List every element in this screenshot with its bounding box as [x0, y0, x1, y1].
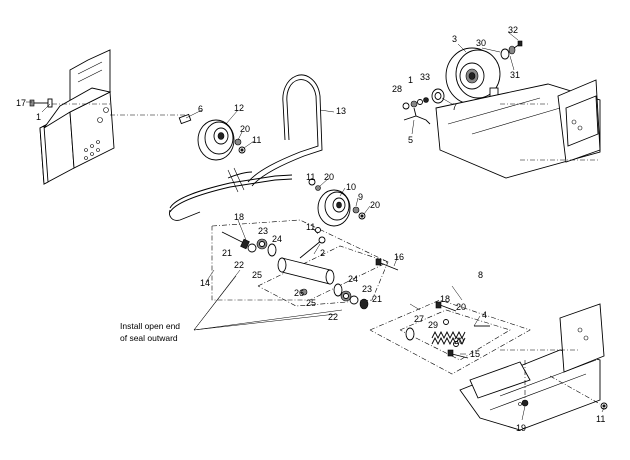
callout-8: 8 [478, 270, 483, 280]
callout-numbers: 17 1 6 12 13 20 11 11 20 10 9 20 11 18 2… [16, 25, 605, 433]
callout-19: 19 [516, 423, 526, 433]
callout-22-a: 22 [234, 260, 244, 270]
left-frame-bracket [39, 49, 185, 185]
callout-7: 7 [452, 102, 457, 112]
note-leader-lines [193, 269, 343, 331]
callout-25-b: 25 [306, 298, 316, 308]
tension-spring-assembly [369, 299, 531, 375]
callout-1-left: 1 [36, 112, 41, 122]
callout-1-right: 1 [408, 75, 413, 85]
callout-12: 12 [234, 103, 244, 113]
callout-5: 5 [408, 135, 413, 145]
bolt-17 [29, 98, 53, 108]
callout-28: 28 [392, 84, 402, 94]
callout-23-b: 23 [362, 284, 372, 294]
callout-24-b: 24 [348, 274, 358, 284]
callout-31: 31 [510, 70, 520, 80]
bolt-5-assembly [402, 97, 431, 125]
callout-9: 9 [358, 192, 363, 202]
callout-21-a: 21 [222, 248, 232, 258]
callout-26: 26 [294, 288, 304, 298]
callout-24-a: 24 [272, 234, 282, 244]
callout-20-d: 20 [456, 302, 466, 312]
electric-clutch-assembly [431, 40, 523, 105]
callout-15: 15 [470, 349, 480, 359]
callout-11-b: 11 [306, 172, 315, 182]
callout-25-a: 25 [252, 270, 262, 280]
callout-17: 17 [16, 98, 26, 108]
callout-leaders [26, 31, 605, 421]
callout-18-a: 18 [234, 212, 244, 222]
callout-27: 27 [414, 314, 424, 324]
callout-4: 4 [482, 310, 487, 320]
callout-20-e: 20 [454, 336, 464, 346]
callout-6: 6 [198, 104, 203, 114]
callout-30: 30 [476, 38, 486, 48]
callout-21-b: 21 [372, 294, 382, 304]
pulley-12-assembly [178, 113, 246, 161]
callout-32: 32 [508, 25, 518, 35]
drive-belt-13 [169, 74, 323, 221]
callout-11-c: 11 [306, 222, 315, 232]
callout-20-b: 20 [324, 172, 334, 182]
callout-3: 3 [452, 34, 457, 44]
callout-23-a: 23 [258, 226, 268, 236]
callout-20-c: 20 [370, 200, 380, 210]
callout-2: 2 [320, 248, 325, 258]
callout-16: 16 [394, 252, 404, 262]
callout-14: 14 [200, 278, 210, 288]
callout-20-a: 20 [240, 124, 250, 134]
callout-11-d: 11 [596, 414, 605, 424]
callout-33: 33 [420, 72, 430, 82]
callout-11-a: 11 [252, 135, 261, 145]
note-line-2: of seal outward [120, 333, 178, 343]
callout-10: 10 [346, 182, 356, 192]
callout-22-b: 22 [328, 312, 338, 322]
pulley-10-assembly [308, 178, 366, 227]
callout-29: 29 [428, 320, 438, 330]
idler-arm-assembly [211, 219, 399, 310]
callout-13: 13 [336, 106, 346, 116]
seal-install-note: Install open end of seal outward [120, 321, 180, 343]
note-line-1: Install open end [120, 321, 180, 331]
upper-right-frame [435, 79, 601, 179]
callout-18-b: 18 [440, 294, 450, 304]
lower-right-frame [459, 303, 608, 431]
